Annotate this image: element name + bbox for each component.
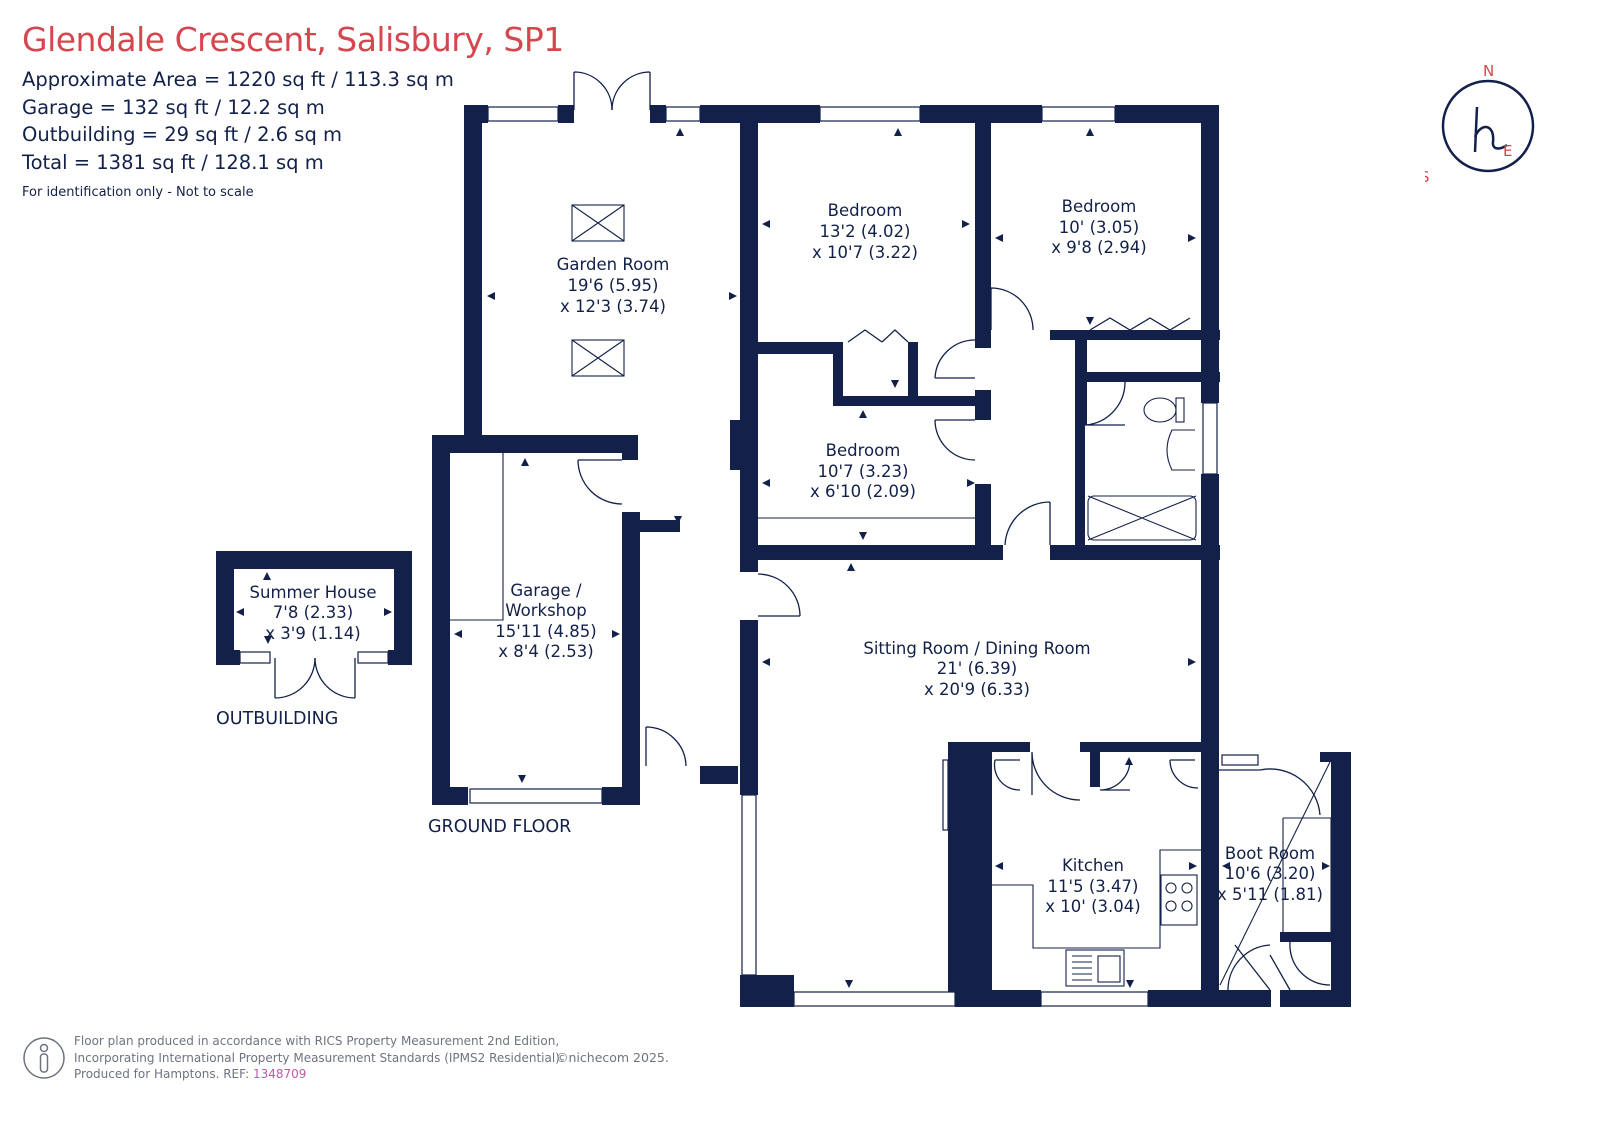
garage-dim2: x 8'4 (2.53) xyxy=(498,642,593,661)
info-person-icon xyxy=(23,1037,65,1079)
boot-room-dim1: 10'6 (3.20) xyxy=(1225,864,1316,883)
footer-text: Floor plan produced in accordance with R… xyxy=(74,1033,564,1083)
skylight-icon xyxy=(571,204,625,242)
footer-line-2: Incorporating International Property Mea… xyxy=(74,1050,564,1065)
kitchen-name: Kitchen xyxy=(1062,856,1124,875)
garage-name2: Workshop xyxy=(505,601,586,620)
fixtures xyxy=(450,204,1332,987)
footer-produced-for: Produced for Hamptons. REF: xyxy=(74,1067,250,1081)
ground-floor-label: GROUND FLOOR xyxy=(428,817,571,837)
outbuilding-area: Outbuilding = 29 sq ft / 2.6 sq m xyxy=(22,123,343,146)
compass-n: N xyxy=(1483,62,1494,80)
garden-room-dim2: x 12'3 (3.74) xyxy=(560,297,666,316)
garage-area: Garage = 132 sq ft / 12.2 sq m xyxy=(22,95,325,119)
footer-line-3: Produced for Hamptons. REF: 1348709 xyxy=(74,1066,564,1083)
boot-room-dim2: x 5'11 (1.81) xyxy=(1217,885,1323,904)
bedroom1-dim2: x 10'7 (3.22) xyxy=(812,243,918,262)
windows xyxy=(239,106,1259,1007)
area-summary: Approximate Area = 1220 sq ft / 113.3 sq… xyxy=(22,66,454,176)
h-logo-icon xyxy=(1473,106,1508,153)
summer-house-dim1: 7'8 (2.33) xyxy=(273,603,353,622)
compass-s: S xyxy=(1425,168,1430,186)
approx-area: Approximate Area = 1220 sq ft / 113.3 sq… xyxy=(22,68,454,91)
footer-line-1: Floor plan produced in accordance with R… xyxy=(74,1034,560,1048)
identification-note: For identification only - Not to scale xyxy=(22,185,254,200)
bedroom2-dim2: x 9'8 (2.94) xyxy=(1051,238,1146,257)
total-area: Total = 1381 sq ft / 128.1 sq m xyxy=(22,150,324,174)
copyright: ©nichecom 2025. xyxy=(556,1050,669,1065)
compass-ring-icon xyxy=(1441,79,1535,173)
doors xyxy=(274,71,1331,991)
garage-name1: Garage / xyxy=(510,581,582,600)
boot-room-name: Boot Room xyxy=(1225,844,1315,863)
footer-ref: 1348709 xyxy=(252,1067,307,1081)
garden-room-dim1: 19'6 (5.95) xyxy=(568,276,659,295)
kitchen-dim1: 11'5 (3.47) xyxy=(1048,877,1139,896)
bedroom3-name: Bedroom xyxy=(826,441,901,460)
garage-dim1: 15'11 (4.85) xyxy=(495,622,596,641)
compass-e: E xyxy=(1503,142,1512,160)
basin-icon xyxy=(1166,429,1195,471)
bedroom3-dim2: x 6'10 (2.09) xyxy=(810,482,916,501)
dimension-arrows xyxy=(236,128,1330,988)
outbuilding-label: OUTBUILDING xyxy=(216,709,338,729)
bedroom1-dim1: 13'2 (4.02) xyxy=(820,222,911,241)
bedroom1-name: Bedroom xyxy=(828,201,903,220)
walls xyxy=(216,105,1351,1007)
kitchen-dim2: x 10' (3.04) xyxy=(1045,897,1140,916)
garden-room-name: Garden Room xyxy=(557,255,670,274)
page-title: Glendale Crescent, Salisbury, SP1 xyxy=(22,20,564,59)
sitting-room-name: Sitting Room / Dining Room xyxy=(863,639,1090,658)
skylight-icon xyxy=(571,339,625,377)
hob-icon xyxy=(1160,874,1198,926)
bath-icon xyxy=(1087,495,1197,541)
bedroom2-name: Bedroom xyxy=(1062,197,1137,216)
sitting-room-dim2: x 20'9 (6.33) xyxy=(924,680,1030,699)
bedroom2-dim1: 10' (3.05) xyxy=(1059,218,1139,237)
compass-logo: N E S W xyxy=(1425,62,1535,186)
toilet-icon xyxy=(1143,397,1177,423)
sink-icon xyxy=(1065,949,1125,987)
summer-house-name: Summer House xyxy=(250,583,377,602)
bedroom3-dim1: 10'7 (3.23) xyxy=(818,462,909,481)
summer-house-dim2: x 3'9 (1.14) xyxy=(265,624,360,643)
sitting-room-dim1: 21' (6.39) xyxy=(937,659,1017,678)
